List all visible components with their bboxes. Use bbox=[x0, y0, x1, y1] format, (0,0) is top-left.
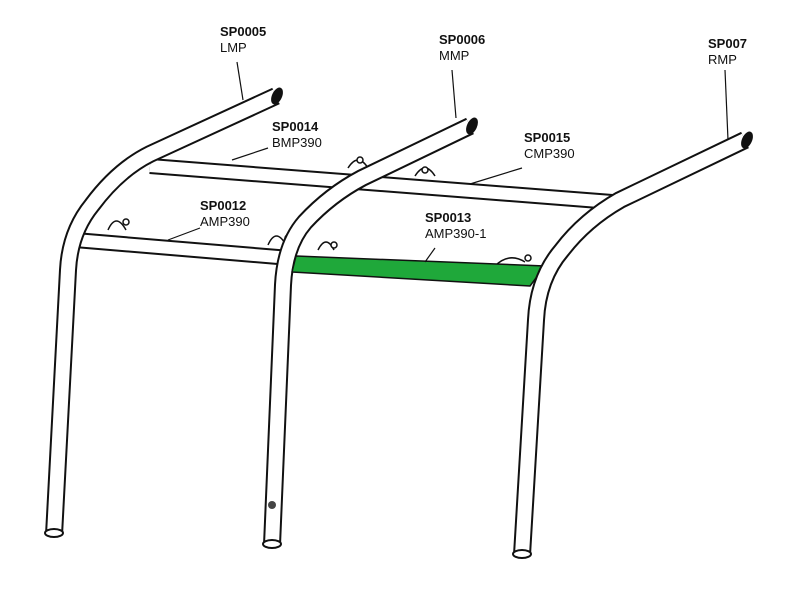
part-code: SP0015 bbox=[524, 130, 571, 145]
part-name: MMP bbox=[439, 48, 470, 63]
part-code: SP007 bbox=[708, 36, 748, 51]
part-name: BMP390 bbox=[272, 135, 322, 150]
part-name: CMP390 bbox=[524, 146, 575, 161]
part-code: SP0005 bbox=[220, 24, 267, 39]
part-name: AMP390 bbox=[200, 214, 250, 229]
crossbar-bmp390-cmp390[interactable] bbox=[149, 158, 613, 210]
post-rmp[interactable] bbox=[512, 130, 755, 559]
crossbar-amp390-1-highlighted[interactable] bbox=[291, 255, 546, 287]
post-mmp[interactable] bbox=[262, 116, 480, 549]
part-code: SP0006 bbox=[439, 32, 486, 47]
crossbar-amp390[interactable] bbox=[74, 232, 291, 266]
part-name: RMP bbox=[708, 52, 737, 67]
leader-lines bbox=[167, 61, 729, 263]
part-code: SP0014 bbox=[272, 119, 319, 134]
part-code: SP0013 bbox=[425, 210, 472, 225]
part-code: SP0012 bbox=[200, 198, 247, 213]
part-name: LMP bbox=[220, 40, 247, 55]
post-lmp[interactable] bbox=[44, 86, 285, 538]
part-name: AMP390-1 bbox=[425, 226, 487, 241]
